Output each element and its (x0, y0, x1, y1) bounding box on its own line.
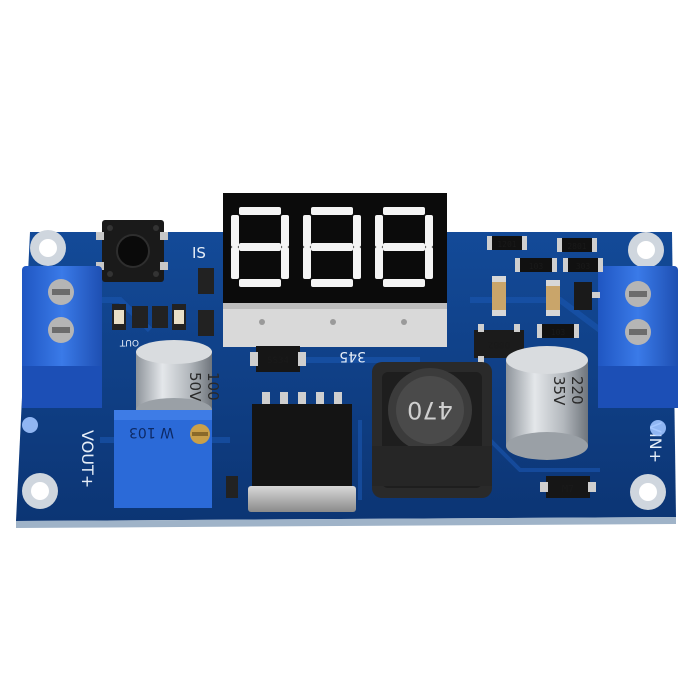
capacitor-right: 220 35V (506, 346, 588, 460)
screw-terminal-input (598, 266, 678, 408)
display-segment (303, 247, 311, 279)
schottky-diode: SS34 (250, 346, 306, 372)
resistor-label: 103 (551, 328, 566, 337)
cap-right-value: 220 (568, 376, 586, 405)
display-segment (383, 279, 425, 287)
smd-resistor: 303 (563, 258, 603, 272)
led-indicator (650, 420, 666, 436)
display-segment (425, 247, 433, 279)
rectifier-diode: M7 (540, 476, 596, 498)
smd-components-left (112, 268, 238, 498)
smd-capacitor (546, 280, 560, 316)
diode-m7-marking: M7 (562, 484, 574, 495)
display-segment (375, 215, 383, 247)
display-segment (303, 215, 311, 247)
resistor-label: 303 (576, 262, 591, 271)
cap-right-voltage: 35V (550, 376, 568, 406)
regulator-ic (248, 392, 356, 512)
push-button[interactable] (96, 220, 168, 282)
mounting-hole-icon (22, 473, 58, 509)
display-segment (239, 207, 281, 215)
display-segment (425, 215, 433, 247)
label-vout: VOUT+ (78, 430, 97, 488)
display-segment (311, 243, 353, 251)
mounting-hole-icon (630, 474, 666, 510)
label-is: IS (192, 244, 206, 262)
display-segment (281, 247, 289, 279)
display-segment (231, 215, 239, 247)
display-segment (383, 243, 425, 251)
ic-marking: D8B2 (488, 339, 510, 349)
cap-left-voltage: 50V (186, 372, 204, 402)
mounting-hole-icon (30, 230, 66, 266)
diode-marking: SS34 (267, 356, 289, 366)
smd-capacitor (492, 276, 506, 316)
resistor-label: 2801 (567, 242, 586, 251)
display-segment (383, 207, 425, 215)
resistor-label: 1201 (497, 240, 516, 249)
led-indicator (22, 417, 38, 433)
smd-resistor: 2801 (557, 238, 597, 252)
trimmer-potentiometer[interactable]: W 103 (114, 410, 212, 508)
smd-transistor (574, 282, 600, 310)
label-out: OUT (119, 337, 139, 347)
display-segment (281, 215, 289, 247)
display-segment (239, 279, 281, 287)
display-segment (353, 247, 361, 279)
capacitor-left: 100 50V (136, 340, 222, 422)
label-345: 345 (339, 348, 366, 364)
smd-resistor: 103 (515, 258, 557, 272)
display-segment (239, 243, 281, 251)
power-inductor: 470 (372, 362, 492, 498)
resistor-label: 103 (529, 262, 544, 271)
trimmer-marking: W 103 (129, 424, 174, 440)
display-segment (311, 207, 353, 215)
inductor-marking: 470 (407, 396, 453, 424)
display-segment (375, 247, 383, 279)
display-segment (231, 247, 239, 279)
screw-terminal-output (22, 266, 102, 408)
smd-resistor: 103 (537, 324, 579, 338)
mounting-hole-icon (628, 232, 664, 268)
display-segment (311, 279, 353, 287)
smd-resistor: 1201 (487, 236, 527, 250)
display-segment (353, 215, 361, 247)
seven-segment-display (223, 193, 447, 347)
cap-left-value: 100 (204, 372, 222, 401)
